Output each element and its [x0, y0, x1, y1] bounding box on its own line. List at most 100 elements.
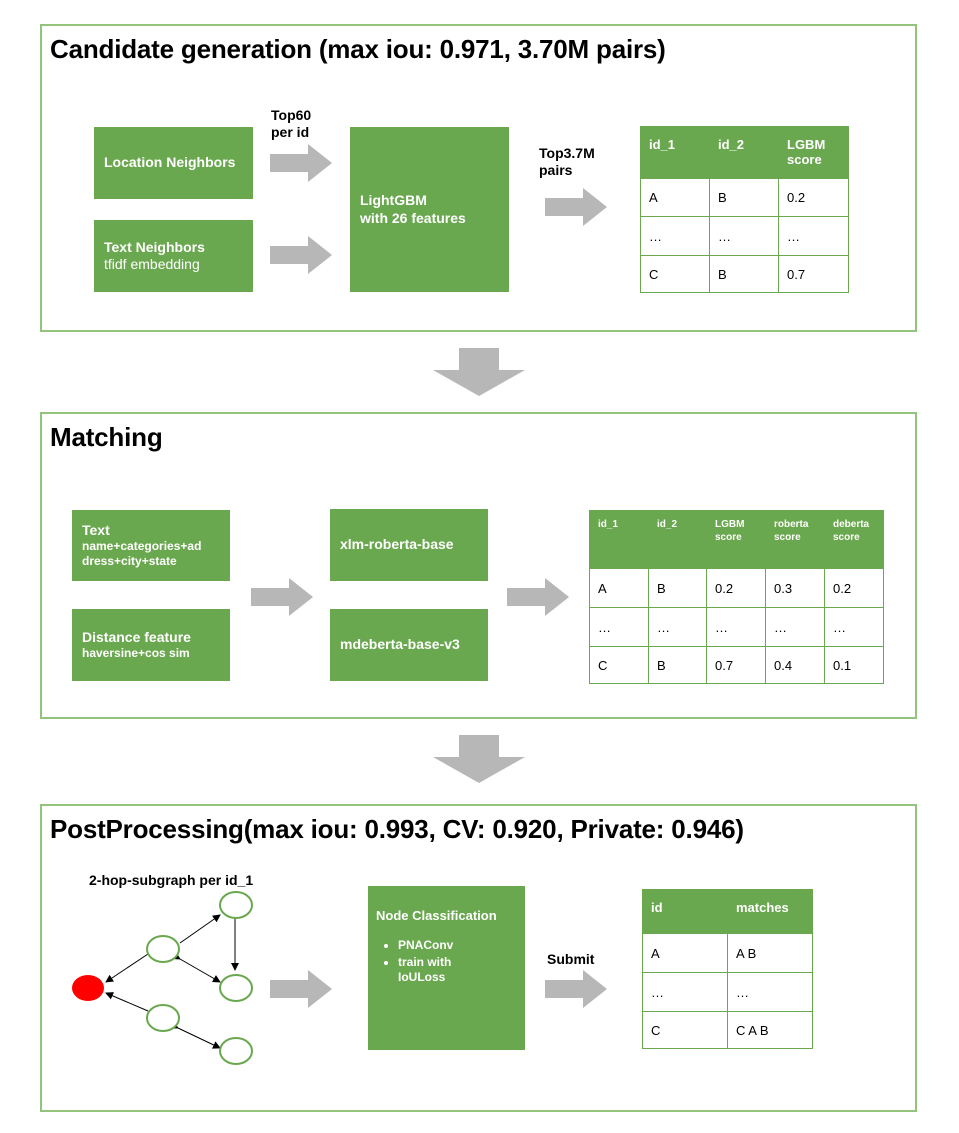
table-cell: C [640, 255, 710, 293]
graph-node [219, 1037, 253, 1065]
candidate-table: id_1 id_2 LGBM score A B 0.2 … … … C B 0… [640, 126, 849, 293]
panel-title-postprocessing: PostProcessing(max iou: 0.993, CV: 0.920… [50, 814, 744, 844]
table-cell: 0.4 [765, 646, 825, 684]
table-cell: C A B [727, 1011, 813, 1049]
arrow-lgbm-to-table [545, 188, 607, 226]
edge-n1-center [105, 946, 157, 983]
submit-label: Submit [547, 951, 595, 967]
center-node [72, 975, 104, 1001]
table-header: matches [727, 889, 813, 934]
table-cell: 0.2 [706, 568, 766, 608]
table-cell: A B [727, 933, 813, 973]
table-header: id_2 [709, 126, 779, 179]
table-header: LGBM score [706, 510, 766, 569]
table-header: id_1 [589, 510, 649, 569]
node-classification-list: PNAConv train with IoULoss [376, 938, 519, 987]
table-cell: 0.7 [778, 255, 849, 293]
text-neighbors-sublabel: tfidf embedding [104, 256, 200, 272]
submission-table: id matches A A B … … C C A B [642, 889, 813, 1049]
text-input-box: Text name+categories+ad dress+city+state [72, 510, 230, 581]
table-row: … … [642, 972, 813, 1012]
text-neighbors-box: Text Neighbors tfidf embedding [94, 220, 253, 292]
table-header: id [642, 889, 728, 934]
table-row: C B 0.7 [640, 255, 849, 293]
node-classification-box: Node Classification PNAConv train with I… [368, 886, 525, 1050]
table-cell: C [642, 1011, 728, 1049]
table-cell: B [648, 646, 707, 684]
arrow-down-to-matching [433, 348, 525, 396]
arrow-inputs-to-models [251, 578, 313, 616]
xlm-roberta-label: xlm-roberta-base [340, 536, 454, 553]
table-cell: … [706, 607, 766, 647]
arrow-graph-to-node-classification [270, 970, 332, 1008]
table-cell: A [640, 178, 710, 217]
list-item: PNAConv [398, 938, 519, 953]
table-cell: B [709, 178, 779, 217]
table-row: … … … … … [589, 607, 884, 647]
table-cell: … [824, 607, 884, 647]
arrow-models-to-table [507, 578, 569, 616]
location-neighbors-label: Location Neighbors [104, 154, 236, 171]
graph-node [219, 974, 253, 1002]
panel-title-matching: Matching [50, 422, 163, 452]
xlm-roberta-box: xlm-roberta-base [330, 509, 488, 581]
table-cell: … [765, 607, 825, 647]
table-cell: … [727, 972, 813, 1012]
table-cell: … [709, 216, 779, 256]
edge-n2-center [105, 992, 149, 1012]
top60-label: Top60 per id [271, 107, 312, 140]
table-row: … … … [640, 216, 849, 256]
table-header: id_1 [640, 126, 710, 179]
location-neighbors-box: Location Neighbors [94, 127, 253, 199]
table-header: LGBM score [778, 126, 849, 179]
table-cell: 0.2 [778, 178, 849, 217]
table-row: C C A B [642, 1011, 813, 1049]
graph-node [146, 1004, 180, 1032]
table-cell: 0.1 [824, 646, 884, 684]
distance-feature-label: Distance feature [82, 628, 191, 645]
panel-title-candidate-generation: Candidate generation (max iou: 0.971, 3.… [50, 34, 666, 64]
table-cell: … [640, 216, 710, 256]
text-input-sublabel: name+categories+ad dress+city+state [82, 539, 202, 569]
table-cell: B [709, 255, 779, 293]
edge-n2-bottom [169, 1021, 221, 1049]
table-cell: 0.2 [824, 568, 884, 608]
table-header: deberta score [824, 510, 884, 569]
text-input-label: Text [82, 521, 110, 538]
top37-label: Top3.7M pairs [539, 145, 595, 178]
node-classification-label: Node Classification [376, 908, 497, 923]
table-cell: … [778, 216, 849, 256]
table-row: A A B [642, 933, 813, 973]
mdeberta-box: mdeberta-base-v3 [330, 609, 488, 681]
graph-node [219, 891, 253, 919]
table-header: id_2 [648, 510, 707, 569]
table-cell: C [589, 646, 649, 684]
table-cell: … [642, 972, 728, 1012]
table-cell: A [642, 933, 728, 973]
subgraph-label: 2-hop-subgraph per id_1 [89, 872, 254, 888]
table-cell: … [589, 607, 649, 647]
edge-n1-top [179, 914, 221, 944]
arrow-text-to-lgbm [270, 236, 332, 274]
list-item: train with IoULoss [398, 955, 519, 985]
table-cell: B [648, 568, 707, 608]
matching-table: id_1 id_2 LGBM score roberta score deber… [589, 510, 884, 684]
table-row: A B 0.2 0.3 0.2 [589, 568, 884, 608]
graph-node [146, 935, 180, 963]
table-cell: 0.7 [706, 646, 766, 684]
lightgbm-label: LightGBM [360, 192, 427, 208]
subgraph-diagram [72, 891, 253, 1065]
table-cell: A [589, 568, 649, 608]
table-header: roberta score [765, 510, 825, 569]
table-row: C B 0.7 0.4 0.1 [589, 646, 884, 684]
arrow-node-classification-to-table [545, 970, 607, 1008]
edge-n1-right [171, 952, 221, 983]
lightgbm-features-label: with 26 features [360, 209, 466, 226]
arrow-location-to-lgbm [270, 144, 332, 182]
arrow-down-to-postprocessing [433, 735, 525, 783]
distance-feature-sublabel: haversine+cos sim [82, 646, 190, 661]
table-row: A B 0.2 [640, 178, 849, 217]
mdeberta-label: mdeberta-base-v3 [340, 636, 460, 653]
lightgbm-box: LightGBM with 26 features [350, 127, 509, 292]
distance-feature-box: Distance feature haversine+cos sim [72, 609, 230, 681]
